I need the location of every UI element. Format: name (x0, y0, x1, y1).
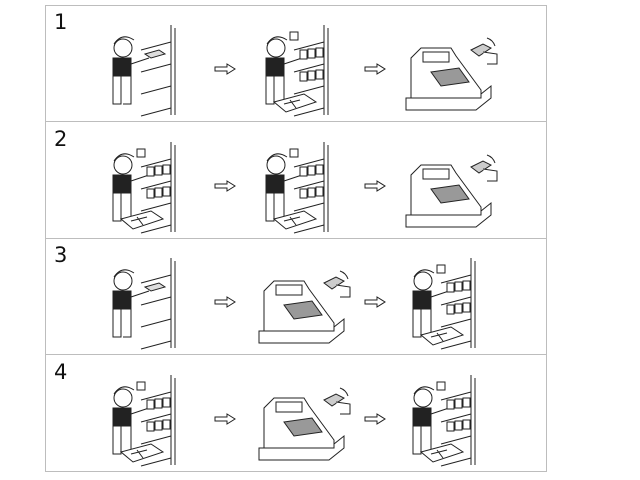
person-stocking-shelf-icon (254, 20, 354, 120)
person-wiping-shelf-icon (101, 253, 201, 353)
right-arrow-icon (214, 177, 236, 191)
cash-register-payment-icon (254, 370, 354, 470)
cash-register-payment-icon (401, 20, 501, 120)
worksheet-frame: 1 2 3 4 (45, 5, 547, 472)
sequence-row: 4 (46, 356, 546, 472)
row-number: 1 (54, 10, 68, 34)
person-stocking-shelf-icon (401, 370, 501, 470)
cash-register-payment-icon (401, 137, 501, 237)
right-arrow-icon (214, 410, 236, 424)
person-stocking-shelf-icon (101, 137, 201, 237)
person-stocking-shelf-icon (254, 137, 354, 237)
person-stocking-shelf-icon (101, 370, 201, 470)
right-arrow-icon (364, 60, 386, 75)
right-arrow-icon (364, 410, 386, 424)
sequence-row: 2 (46, 123, 546, 239)
row-number: 2 (54, 126, 68, 151)
sequence-row: 3 (46, 239, 546, 355)
right-arrow-icon (364, 177, 386, 191)
cash-register-payment-icon (254, 253, 354, 353)
right-arrow-icon (364, 293, 386, 308)
person-stocking-shelf-icon (401, 253, 501, 353)
sequence-row: 1 (46, 6, 546, 122)
row-number: 3 (54, 243, 68, 267)
person-wiping-shelf-icon (101, 20, 201, 120)
right-arrow-icon (214, 60, 236, 75)
row-number: 4 (54, 359, 68, 384)
right-arrow-icon (214, 293, 236, 308)
